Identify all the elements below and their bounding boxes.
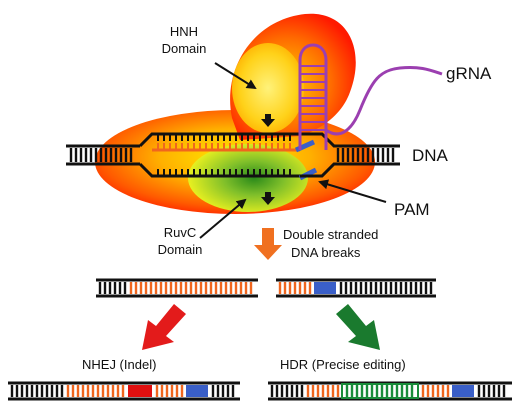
upper-strand-ticks (157, 134, 291, 141)
hnh-label-line1: HNH (170, 24, 198, 39)
ruvc-label-line1: RuvC (164, 225, 197, 240)
dna-left-rungs (69, 148, 133, 162)
nhej-repaired-dna (8, 381, 240, 401)
block-arrow-icon (142, 304, 186, 350)
dna-upper-strand-right (300, 132, 400, 148)
grna-tail (325, 66, 443, 136)
hdr-label: HDR (Precise editing) (280, 357, 406, 372)
hnh-pointer-line (214, 62, 257, 90)
down-arrow-icon (261, 114, 275, 127)
grna-label: gRNA (446, 64, 492, 83)
broken-dna-right (276, 278, 436, 298)
ruvc-label-line2: Domain (158, 242, 203, 257)
target-dna (66, 132, 400, 181)
grna-spacer-ticks (157, 143, 291, 150)
dsb-label-line2: DNA breaks (291, 245, 361, 260)
ruvc-domain-shape (188, 144, 308, 212)
grna-stem-rungs (300, 65, 326, 131)
pam-pointer-line (318, 179, 387, 203)
dna-right-rungs (336, 148, 395, 162)
nhej-label: NHEJ (Indel) (82, 357, 156, 372)
cas9-protein (95, 13, 375, 214)
broken-dna-left (96, 278, 258, 298)
ruvc-pointer-line (199, 198, 247, 239)
block-arrow-icon (254, 228, 282, 260)
dna-lower-strand (138, 162, 300, 178)
grna-stem-left (298, 43, 328, 150)
grna-structure (298, 43, 443, 150)
dna-label: DNA (412, 146, 449, 165)
dsb-label-line1: Double stranded (283, 227, 378, 242)
down-arrow-icon (261, 192, 275, 205)
hdr-repaired-dna (268, 381, 512, 401)
pam-label: PAM (394, 200, 430, 219)
hnh-domain-shape (232, 43, 304, 133)
hnh-label-line2: Domain (162, 41, 207, 56)
block-arrow-icon (336, 304, 380, 350)
lower-strand-ticks (157, 169, 291, 176)
dna-lower-strand-right (300, 162, 400, 178)
dna-upper-strand (138, 132, 300, 148)
